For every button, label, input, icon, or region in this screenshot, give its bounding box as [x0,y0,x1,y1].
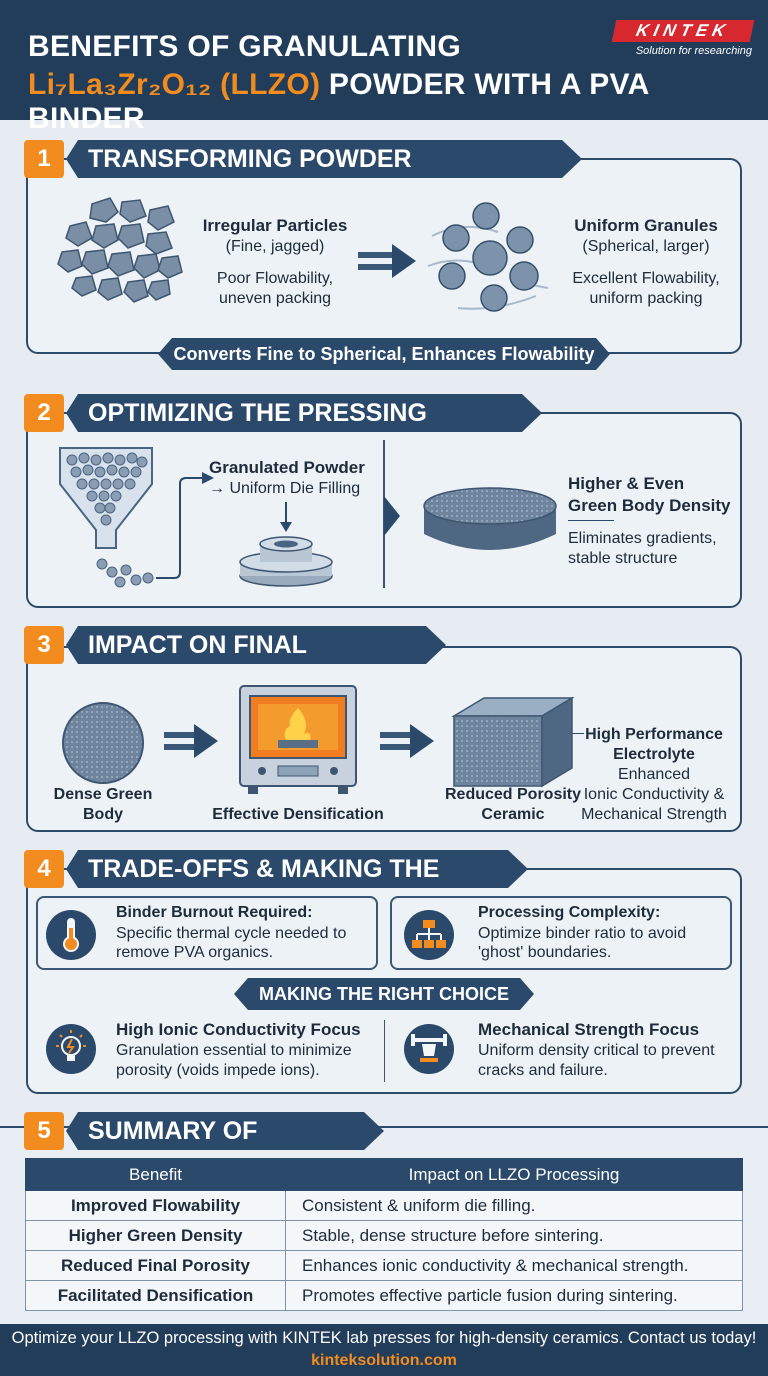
irregular-particles-sub: (Fine, jagged) [225,238,325,255]
uniform-granules-heading: Uniform Granules [574,216,718,235]
section-2-title: OPTIMIZING THE PRESSING PROCESS [66,394,542,432]
binder-burnout-line2: remove PVA organics. [116,944,274,961]
green-body-disc-icon [423,487,557,550]
table-header-impact: Impact on LLZO Processing [285,1158,743,1191]
section-3-panel [26,646,742,832]
effective-densification: Effective Densification [212,806,384,823]
table-row: Facilitated Densification Promotes effec… [25,1280,743,1311]
electrolyte-heading-1: High Performance [585,726,723,743]
electrolyte-desc-2: Ionic Conductivity & [583,786,725,803]
formula-text: Li₇La₃Zr₂O₁₂ (LLZO) [28,68,321,101]
strength-focus-line2: cracks and failure. [478,1062,608,1079]
section-3-title: IMPACT ON FINAL SINTERING [66,626,446,664]
summary-table: Benefit Impact on LLZO Processing Improv… [25,1158,743,1311]
table-cell-benefit: Improved Flowability [25,1190,286,1221]
table-cell-benefit: Facilitated Densification [25,1280,286,1311]
kintek-logo[interactable]: KINTEK Solution for researching [611,20,755,57]
irregular-particles-heading: Irregular Particles [202,216,348,235]
table-cell-benefit: Higher Green Density [25,1220,286,1251]
arrow-right-icon [358,244,416,278]
green-body-sphere-icon [62,702,144,784]
processing-complexity-line1: Optimize binder ratio to avoid [478,925,687,942]
irregular-desc-1: Poor Flowability, [216,270,334,287]
divider-arrow-icon [384,496,400,536]
irregular-desc-2: uneven packing [218,290,332,307]
table-cell-benefit: Reduced Final Porosity [25,1250,286,1281]
reduced-porosity-line1: Reduced Porosity [444,786,582,803]
electrolyte-desc-1: Enhanced [617,766,691,783]
table-row: Reduced Final Porosity Enhances ionic co… [25,1250,743,1281]
section-1-banner: Converts Fine to Spherical, Enhances Flo… [158,338,610,370]
section-1-title: TRANSFORMING POWDER MORPHOLOGY [66,140,582,178]
die-icon [239,502,333,587]
table-header-row: Benefit Impact on LLZO Processing [25,1158,743,1191]
section-2-number: 2 [24,394,64,432]
choice-divider [384,1020,385,1082]
flowchart-icon [404,910,454,960]
section-5-number: 5 [24,1112,64,1150]
reduced-porosity-line2: Ceramic [481,806,545,823]
page-title-rest: POWDER WITH A PVA BINDER [28,68,649,135]
ceramic-block-icon [451,696,575,788]
strength-icon [404,1024,454,1074]
page-title-line1: BENEFITS OF GRANULATING [28,30,461,63]
table-row: Higher Green Density Stable, dense struc… [25,1220,743,1251]
page-title-line2: Li₇La₃Zr₂O₁₂ (LLZO) POWDER WITH A PVA BI… [28,68,768,136]
table-cell-impact: Enhances ionic conductivity & mechanical… [285,1250,743,1281]
uniform-desc-2: uniform packing [589,290,703,307]
furnace-icon [239,685,357,794]
making-choice-banner: MAKING THE RIGHT CHOICE [234,978,534,1010]
section-5-title: SUMMARY OF BENEFITS [66,1112,384,1150]
binder-burnout-line1: Specific thermal cycle needed to [116,925,347,942]
table-row: Improved Flowability Consistent & unifor… [25,1190,743,1221]
irregular-particles-icon [57,197,183,303]
section-3-number: 3 [24,626,64,664]
footer [0,1324,768,1376]
electrolyte-heading-2: Electrolyte [613,746,695,763]
table-header-benefit: Benefit [25,1158,286,1191]
processing-complexity-line2: 'ghost' boundaries. [478,944,612,961]
density-desc-2: stable structure [568,550,678,567]
footer-link[interactable]: kinteksolution.com [311,1352,457,1369]
uniform-granules-icon [427,202,549,312]
logo-tagline: Solution for researching [635,45,752,57]
density-desc-1: Eliminates gradients, [568,530,717,547]
uniform-granules-sub: (Spherical, larger) [582,238,710,255]
granulated-powder-heading: Granulated Powder [209,458,365,477]
processing-complexity-heading: Processing Complexity: [478,904,661,921]
uniform-desc-1: Excellent Flowability, [572,270,720,287]
footer-cta: Optimize your LLZO processing with KINTE… [11,1329,757,1347]
ionic-focus-line1: Granulation essential to minimize [116,1042,352,1059]
section-1-number: 1 [24,140,64,178]
strength-focus-heading: Mechanical Strength Focus [478,1020,700,1039]
logo-wordmark: KINTEK [611,20,755,42]
density-heading-2: Green Body Density [568,496,731,515]
density-heading-1: Higher & Even [568,474,685,493]
table-cell-impact: Stable, dense structure before sintering… [285,1220,743,1251]
section-4-title: TRADE-OFFS & MAKING THE CHOICE [66,850,528,888]
thermometer-icon [46,910,96,960]
section-4-number: 4 [24,850,64,888]
table-cell-impact: Promotes effective particle fusion durin… [285,1280,743,1311]
arrow-right-icon [380,724,434,758]
callout-line [572,733,584,734]
ionic-focus-line2: porosity (voids impede ions). [116,1062,320,1079]
dense-green-body-line1: Dense Green [53,786,153,803]
electrolyte-desc-3: Mechanical Strength [581,806,727,823]
table-cell-impact: Consistent & uniform die filling. [285,1190,743,1221]
granulated-powder-sub: → Uniform Die Filling [209,480,361,497]
funnel-icon [59,447,214,588]
lightbulb-icon [46,1024,96,1074]
strength-focus-line1: Uniform density critical to prevent [478,1042,715,1059]
density-underline [568,520,614,521]
arrow-right-icon [164,724,218,758]
dense-green-body-line2: Body [83,806,123,823]
ionic-focus-heading: High Ionic Conductivity Focus [116,1020,361,1039]
binder-burnout-heading: Binder Burnout Required: [116,904,313,921]
